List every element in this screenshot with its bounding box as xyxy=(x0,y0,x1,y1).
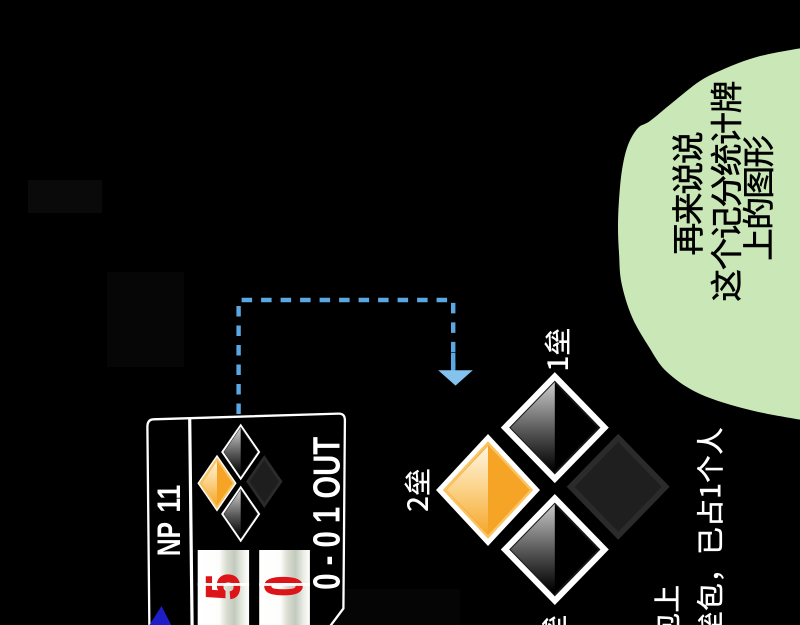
svg-text:0 - 0 1 OUT: 0 - 0 1 OUT xyxy=(306,437,348,590)
svg-text:NP: NP xyxy=(151,522,187,556)
svg-text:0: 0 xyxy=(255,576,313,596)
svg-text:5: 5 xyxy=(196,574,249,600)
svg-text:11: 11 xyxy=(151,485,187,513)
